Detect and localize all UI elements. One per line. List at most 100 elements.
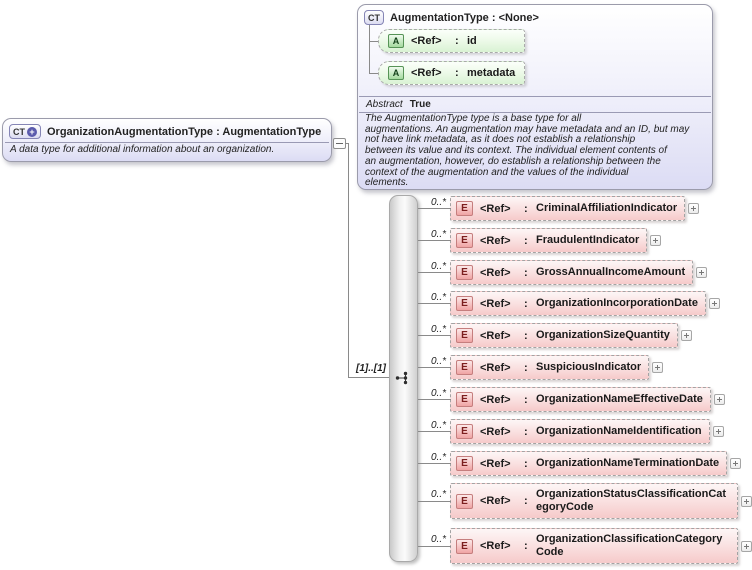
element-icon: E	[456, 201, 473, 216]
element-connector: 0..*	[418, 323, 451, 348]
connector-line	[418, 272, 451, 273]
element-box[interactable]: E <Ref> : OrganizationNameTerminationDat…	[450, 451, 728, 476]
element-ref: <Ref>	[480, 393, 511, 406]
main-type-box[interactable]: CT+ OrganizationAugmentationType : Augme…	[2, 118, 332, 162]
element-box[interactable]: E <Ref> : GrossAnnualIncomeAmount	[450, 260, 694, 285]
element-row: 0..* E <Ref> : OrganizationClassificatio…	[418, 528, 752, 564]
element-separator: :	[524, 495, 528, 507]
element-icon: E	[456, 328, 473, 343]
element-ref: <Ref>	[480, 425, 511, 438]
complex-type-icon: CT	[364, 10, 384, 25]
expand-icon[interactable]	[712, 426, 724, 437]
connector-line	[418, 545, 451, 547]
expand-icon[interactable]	[652, 362, 664, 373]
element-ref: <Ref>	[480, 457, 511, 470]
attribute-icon: A	[388, 34, 404, 48]
abstract-value: True	[409, 99, 431, 110]
element-row: 0..* E <Ref> : OrganizationSizeQuantity	[418, 323, 692, 348]
attribute-row[interactable]: A <Ref> : id	[378, 29, 525, 53]
complex-type-derived-icon: CT+	[9, 124, 41, 139]
attribute-name: id	[467, 34, 477, 47]
element-box[interactable]: E <Ref> : OrganizationNameIdentification	[450, 419, 710, 444]
element-row: 0..* E <Ref> : OrganizationIncorporation…	[418, 291, 720, 316]
connector-line	[369, 73, 378, 74]
element-name: OrganizationNameTerminationDate	[536, 457, 720, 469]
cardinality-label: 0..*	[430, 291, 446, 303]
element-box[interactable]: E <Ref> : OrganizationIncorporationDate	[450, 291, 706, 316]
element-box[interactable]: E <Ref> : OrganizationNameEffectiveDate	[450, 387, 711, 412]
base-type-box[interactable]: CT AugmentationType : <None> A <Ref> : i…	[357, 4, 713, 190]
element-separator: :	[524, 297, 528, 310]
connector-line	[418, 240, 451, 241]
abstract-property-row: Abstract True	[359, 96, 711, 113]
element-connector: 0..*	[418, 291, 451, 316]
element-box[interactable]: E <Ref> : OrganizationSizeQuantity	[450, 323, 678, 348]
element-ref: <Ref>	[480, 540, 511, 552]
element-connector: 0..*	[418, 196, 451, 221]
element-separator: :	[524, 457, 528, 470]
element-box[interactable]: E <Ref> : OrganizationClassificationCate…	[450, 528, 738, 564]
expand-icon[interactable]	[741, 540, 752, 552]
element-icon: E	[456, 233, 473, 248]
cardinality-label: 0..*	[430, 387, 446, 399]
expand-icon[interactable]	[696, 267, 708, 278]
element-name: FraudulentIndicator	[536, 234, 640, 246]
connector-line	[369, 41, 378, 42]
element-separator: :	[524, 266, 528, 279]
element-box[interactable]: E <Ref> : SuspiciousIndicator	[450, 355, 650, 380]
complex-type-badge-text: CT	[13, 126, 25, 137]
expand-icon[interactable]	[650, 235, 662, 246]
element-ref: <Ref>	[480, 266, 511, 279]
element-name: OrganizationIncorporationDate	[536, 297, 698, 309]
divider	[5, 142, 329, 143]
element-name: SuspiciousIndicator	[536, 361, 642, 373]
attribute-ref: <Ref>	[411, 67, 442, 79]
connector-line	[418, 208, 451, 209]
element-row: 0..* E <Ref> : OrganizationNameEffective…	[418, 387, 725, 412]
sequence-icon	[395, 371, 408, 385]
element-icon: E	[456, 493, 473, 509]
element-connector: 0..*	[418, 355, 451, 380]
connector-line	[418, 500, 451, 502]
element-icon: E	[456, 296, 473, 311]
element-separator: :	[524, 540, 528, 552]
cardinality-label: 0..*	[430, 228, 446, 240]
element-connector: 0..*	[418, 483, 451, 519]
sequence-cardinality-label: [1]..[1]	[356, 363, 386, 374]
expand-icon[interactable]	[713, 394, 725, 405]
element-connector: 0..*	[418, 528, 451, 564]
connector-line	[418, 335, 451, 336]
element-icon: E	[456, 424, 473, 439]
abstract-label: Abstract	[366, 99, 403, 110]
element-connector: 0..*	[418, 260, 451, 285]
element-connector: 0..*	[418, 451, 451, 476]
element-row: 0..* E <Ref> : SuspiciousIndicator	[418, 355, 664, 380]
expand-icon[interactable]	[708, 298, 720, 309]
expand-icon[interactable]	[680, 330, 692, 341]
expand-icon[interactable]	[741, 495, 752, 507]
element-separator: :	[524, 393, 528, 406]
element-box[interactable]: E <Ref> : OrganizationStatusClassificati…	[450, 483, 738, 519]
attribute-row[interactable]: A <Ref> : metadata	[378, 61, 525, 85]
element-name: CriminalAffiliationIndicator	[536, 202, 678, 214]
element-row: 0..* E <Ref> : OrganizationStatusClassif…	[418, 483, 752, 519]
element-separator: :	[524, 234, 528, 247]
expand-icon[interactable]	[730, 458, 742, 469]
main-type-header: CT+ OrganizationAugmentationType : Augme…	[3, 119, 331, 139]
connector-line	[369, 25, 370, 73]
expand-icon[interactable]	[688, 203, 700, 214]
element-ref: <Ref>	[480, 202, 511, 215]
element-separator: :	[524, 425, 528, 438]
connector-line	[418, 463, 451, 464]
element-box[interactable]: E <Ref> : CriminalAffiliationIndicator	[450, 196, 686, 221]
element-ref: <Ref>	[480, 495, 511, 507]
connector-line	[348, 377, 389, 378]
element-box[interactable]: E <Ref> : FraudulentIndicator	[450, 228, 648, 253]
base-type-description: The AugmentationType type is a base type…	[365, 113, 690, 189]
cardinality-label: 0..*	[430, 451, 446, 463]
element-name: OrganizationClassificationCategoryCode	[536, 533, 723, 558]
connector-line	[418, 303, 451, 304]
element-ref: <Ref>	[480, 234, 511, 247]
base-type-header: CT AugmentationType : <None>	[358, 5, 712, 25]
